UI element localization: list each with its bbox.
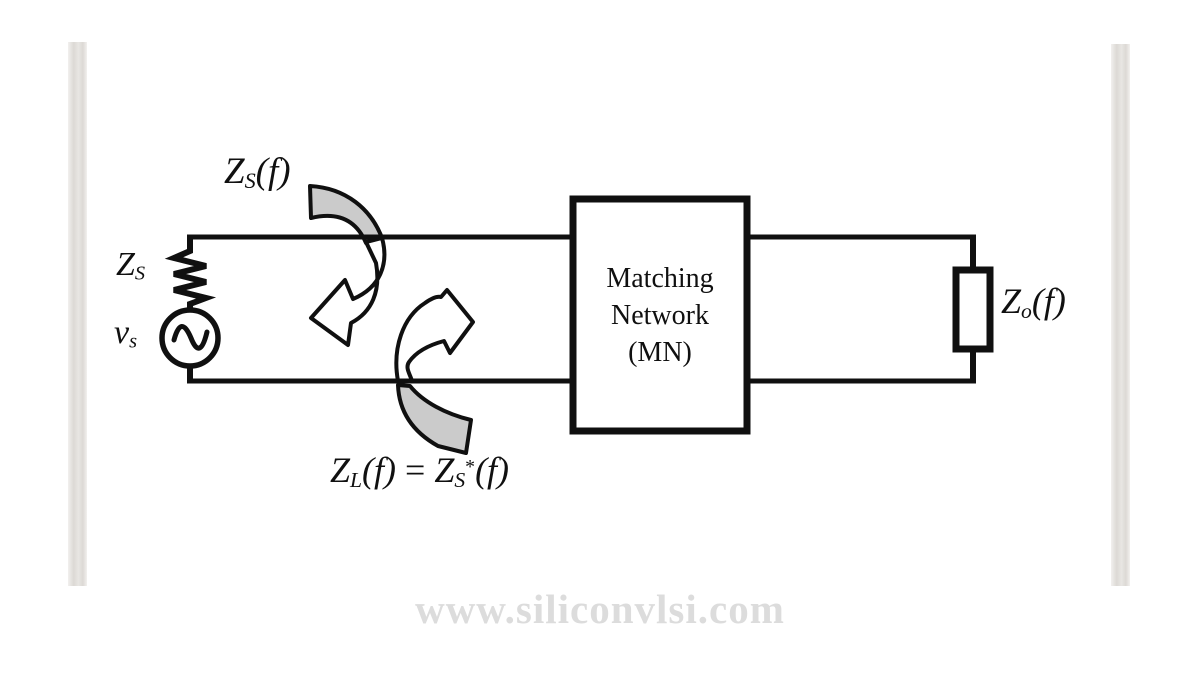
source-reflection-arrow-head — [309, 236, 387, 347]
source-voltage-label: vs — [114, 314, 138, 353]
matching-network-line1: Matching — [606, 262, 714, 294]
load-reflection-arrow-tail — [396, 383, 473, 455]
load-reflection-label: ZL(f)=ZS*(f) — [330, 450, 510, 492]
matching-network-label: Matching Network (MN) — [570, 196, 750, 434]
matching-network-box — [569, 195, 751, 435]
source-reflection-arrow — [308, 184, 387, 347]
ac-source-sine-icon — [171, 324, 210, 351]
source-reflection-arrow-tail — [308, 184, 384, 245]
watermark-text: www.siliconvlsi.com — [415, 586, 785, 632]
source-resistor — [164, 235, 217, 311]
output-impedance-label: Zo(f) — [1001, 281, 1066, 323]
matching-network-line3: (MN) — [628, 336, 692, 368]
source-impedance-label: ZS — [116, 246, 146, 285]
matching-network-line2: Network — [611, 299, 709, 331]
load-resistor — [952, 266, 994, 353]
left-page-edge — [68, 42, 87, 586]
right-page-edge — [1111, 44, 1130, 586]
load-reflection-arrow-head — [394, 288, 475, 383]
load-reflection-arrow — [394, 288, 475, 455]
source-reflection-label: ZS(f) — [224, 151, 291, 193]
